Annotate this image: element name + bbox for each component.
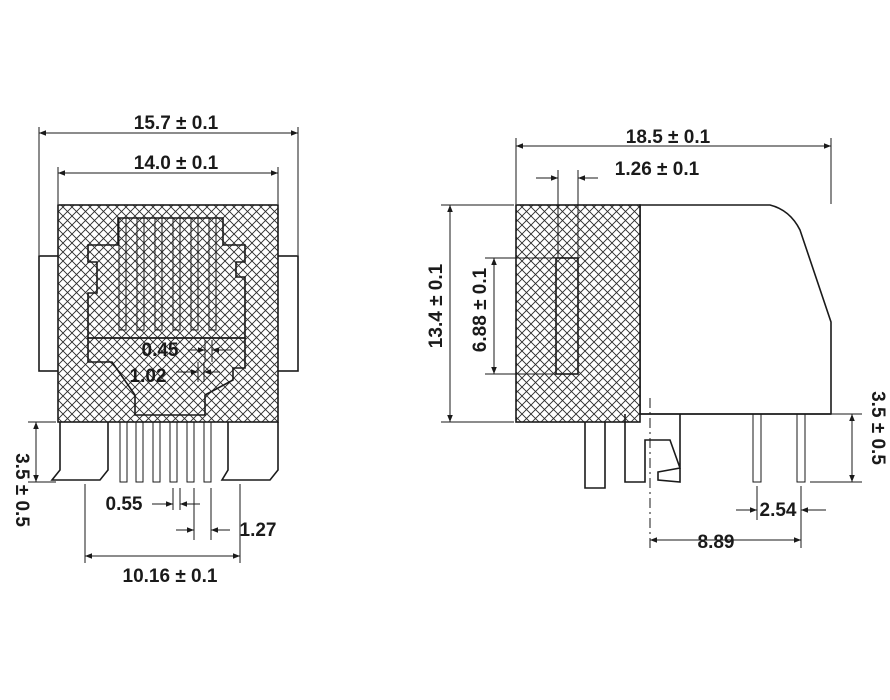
pin-3 <box>152 421 161 483</box>
front-overall-width-label: 15.7 ± 0.1 <box>134 113 219 134</box>
pin-2 <box>135 421 144 483</box>
side-height-label: 13.4 ± 0.1 <box>426 263 447 348</box>
dim-overall-width: 15.7 ± 0.1 <box>38 113 299 255</box>
side-peg-front <box>584 422 606 489</box>
pin-1 <box>119 421 128 483</box>
side-pin-1 <box>752 413 762 483</box>
dim-pin-width: 0.55 <box>106 488 200 515</box>
front-pin-height-label: 3.5 ± 0.5 <box>11 453 32 527</box>
side-pin-row-pitch-label: 2.54 <box>760 500 797 521</box>
front-contact-spacing-label: 1.02 <box>130 366 167 387</box>
side-pin-offset-label: 8.89 <box>698 532 735 553</box>
left-side-tab <box>38 255 61 372</box>
side-slot-height-label: 6.88 ± 0.1 <box>470 267 491 352</box>
front-pin-span-label: 10.16 ± 0.1 <box>123 566 218 587</box>
dim-pin-offset: 8.89 <box>650 520 802 553</box>
contact-4 <box>172 217 181 331</box>
dim-contact-offset: 0.45 <box>142 340 232 362</box>
side-peg-hook <box>624 414 682 483</box>
latch-notch <box>87 337 246 416</box>
side-housing-plain <box>639 204 832 415</box>
front-view: 15.7 ± 0.1 14.0 ± 0.1 0.45 1.02 <box>11 113 299 587</box>
contact-2 <box>136 217 145 331</box>
dim-contact-spacing: 1.02 <box>130 362 220 387</box>
dim-pin-span: 10.16 ± 0.1 <box>84 484 241 587</box>
dim-side-depth: 18.5 ± 0.1 <box>515 127 832 204</box>
front-pins <box>119 421 212 483</box>
front-housing <box>57 204 279 423</box>
left-leg <box>50 422 109 481</box>
pin-5 <box>186 421 195 483</box>
dim-pin-row-pitch: 2.54 <box>736 486 826 521</box>
side-depth-label: 18.5 ± 0.1 <box>626 127 711 148</box>
contact-3 <box>154 217 163 331</box>
dim-body-width: 14.0 ± 0.1 <box>57 153 279 204</box>
contact-1 <box>118 217 127 331</box>
dim-side-pin-height: 3.5 ± 0.5 <box>810 391 888 483</box>
front-body-width-label: 14.0 ± 0.1 <box>134 153 219 174</box>
side-pin-2 <box>796 413 806 483</box>
plug-cavity <box>87 217 246 339</box>
dim-side-height: 13.4 ± 0.1 <box>426 204 514 423</box>
contact-5 <box>190 217 199 331</box>
side-pin-height-label: 3.5 ± 0.5 <box>867 391 888 465</box>
side-slot <box>555 257 579 375</box>
dim-slot-height: 6.88 ± 0.1 <box>470 257 556 375</box>
dim-pin-pitch: 1.27 <box>176 488 276 541</box>
contact-6 <box>208 217 217 331</box>
front-contact-offset-label: 0.45 <box>142 340 179 361</box>
dim-front-pin-height: 3.5 ± 0.5 <box>11 421 56 527</box>
front-pin-pitch-label: 1.27 <box>240 520 277 541</box>
dim-wall-thickness: 1.26 ± 0.1 <box>536 159 700 258</box>
right-side-tab <box>276 255 299 372</box>
side-view: 18.5 ± 0.1 1.26 ± 0.1 13.4 ± 0.1 6.88 ± … <box>426 127 888 553</box>
pin-6 <box>203 421 212 483</box>
front-pin-width-label: 0.55 <box>106 494 143 515</box>
contact-springs <box>118 217 217 331</box>
pin-4 <box>169 421 178 483</box>
right-leg <box>220 422 279 481</box>
side-wall-thickness-label: 1.26 ± 0.1 <box>615 159 700 180</box>
